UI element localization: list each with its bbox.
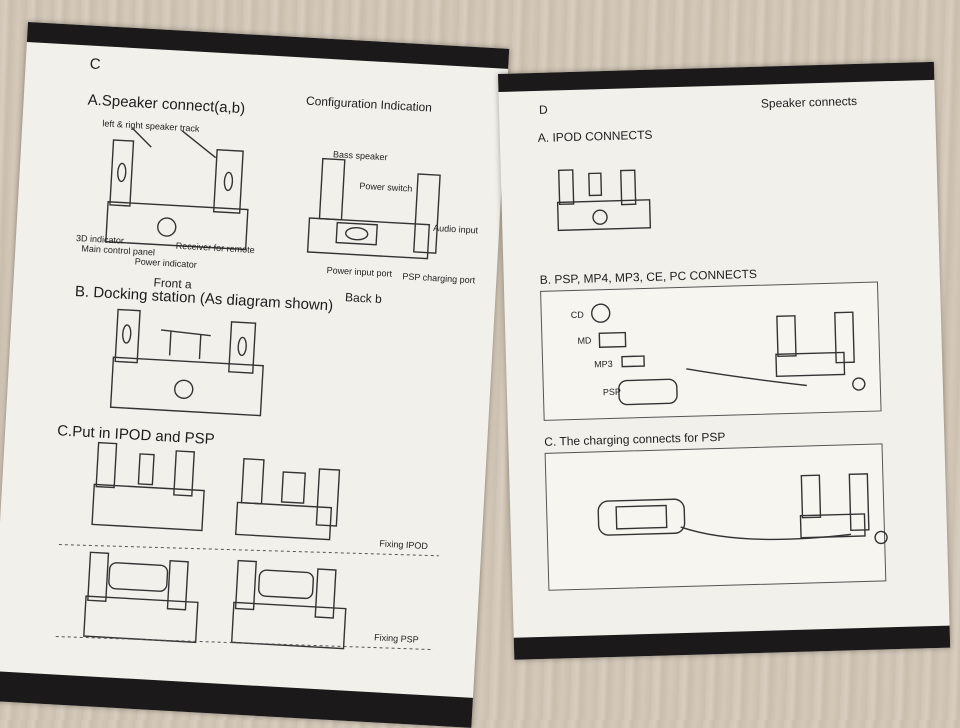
- right-page: D Speaker connects A. IPOD CONNECTS B. P…: [498, 61, 951, 660]
- device-mp3-label: MP3: [594, 358, 613, 370]
- left-page-diagrams: [55, 127, 441, 651]
- back-caption: Back b: [344, 290, 383, 307]
- device-psp-label: PSP: [602, 386, 622, 398]
- device-cd-label: CD: [570, 309, 584, 321]
- left-page: C Configuration Indication A.Speaker con…: [0, 22, 510, 728]
- device-md-label: MD: [577, 335, 592, 346]
- right-page-diagrams: [556, 169, 888, 545]
